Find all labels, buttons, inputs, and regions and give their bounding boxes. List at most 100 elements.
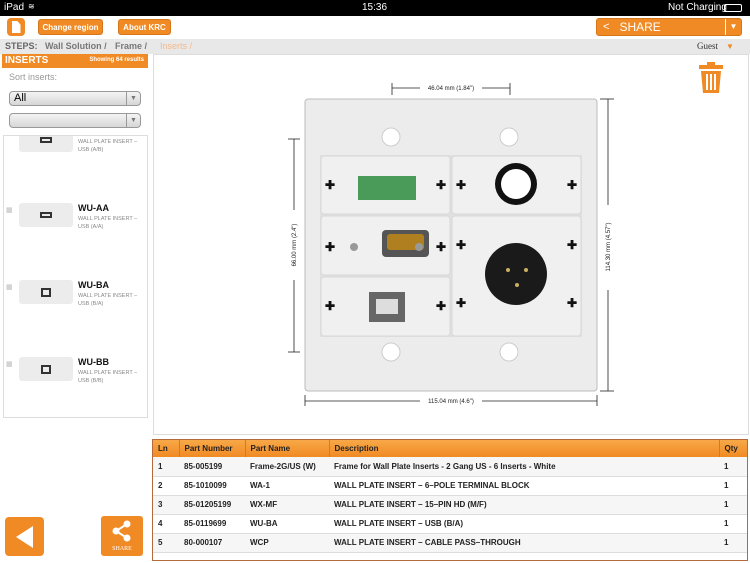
trash-icon[interactable] bbox=[698, 62, 724, 94]
cell-part-number: 80-000107 bbox=[179, 533, 245, 553]
user-dropdown-icon[interactable]: ▼ bbox=[726, 42, 734, 51]
clock: 15:36 bbox=[362, 2, 388, 13]
svg-text:✚: ✚ bbox=[567, 238, 577, 252]
change-region-button[interactable]: Change region bbox=[38, 19, 103, 35]
svg-text:✚: ✚ bbox=[456, 238, 466, 252]
wifi-icon: ≋ bbox=[28, 2, 35, 11]
cell-part-number: 85-1010099 bbox=[179, 476, 245, 496]
svg-text:✚: ✚ bbox=[456, 296, 466, 310]
list-item[interactable]: ▦ WU-BB WALL PLATE INSERT – USB (B/B) bbox=[4, 357, 147, 407]
inserts-panel: INSERTS Showing 64 results Sort inserts:… bbox=[0, 54, 152, 435]
cell-qty: 1 bbox=[719, 514, 747, 534]
inserts-title: INSERTS bbox=[5, 55, 49, 66]
svg-text:✚: ✚ bbox=[567, 178, 577, 192]
back-arrow-icon bbox=[16, 526, 33, 548]
cell-part-number: 85-01205199 bbox=[179, 495, 245, 515]
table-header-row: Ln Part Number Part Name Description Qty bbox=[153, 440, 747, 457]
terminal-block-connector bbox=[358, 176, 416, 200]
cell-part-number: 85-005199 bbox=[179, 457, 245, 477]
top-dimension: 46.04 mm (1.84") bbox=[428, 86, 474, 92]
drag-handle-icon[interactable]: ▦ bbox=[6, 207, 13, 214]
svg-text:✚: ✚ bbox=[325, 240, 335, 254]
insert-desc: WALL PLATE INSERT – USB (B/B) bbox=[78, 370, 138, 384]
left-dimension: 66.00 mm (2.4") bbox=[292, 224, 298, 267]
step-label: Wall Solution bbox=[45, 41, 102, 51]
step-inserts[interactable]: Inserts / bbox=[160, 41, 193, 51]
bottom-dimension: 115.04 mm (4.6") bbox=[428, 399, 474, 405]
document-button[interactable] bbox=[7, 18, 25, 36]
battery-icon bbox=[724, 4, 742, 12]
cell-part-name: Frame-2G/US (W) bbox=[245, 457, 329, 477]
cell-part-number: 85-0119699 bbox=[179, 514, 245, 534]
share-icon bbox=[112, 520, 131, 542]
step-wall-solution[interactable]: Wall Solution / bbox=[45, 41, 107, 51]
col-qty: Qty bbox=[719, 440, 747, 457]
breadcrumb: STEPS: Wall Solution / Frame / Inserts /… bbox=[0, 39, 750, 54]
drag-handle-icon[interactable]: ▦ bbox=[6, 361, 13, 368]
svg-text:✚: ✚ bbox=[325, 178, 335, 192]
col-part-number: Part Number bbox=[179, 440, 246, 457]
wall-plate-diagram: ✚✚✚✚ ✚✚✚✚ ✚✚✚✚ 46.04 mm (1.84") 115.04 m… bbox=[288, 83, 614, 406]
user-menu[interactable]: Guest bbox=[697, 41, 718, 51]
share-dropdown-button[interactable]: < SHARE ▼ bbox=[596, 18, 742, 36]
usb-b-thumbnail bbox=[19, 280, 73, 304]
insert-code: WU-BB bbox=[78, 357, 109, 367]
mounting-holes bbox=[381, 127, 519, 362]
svg-text:✚: ✚ bbox=[325, 299, 335, 313]
about-krc-button[interactable]: About KRC bbox=[118, 19, 171, 35]
svg-text:✚: ✚ bbox=[436, 240, 446, 254]
sort-label: Sort inserts: bbox=[9, 72, 58, 82]
document-icon bbox=[11, 21, 21, 33]
col-description: Description bbox=[329, 440, 720, 457]
cell-description: WALL PLATE INSERT – 6–POLE TERMINAL BLOC… bbox=[329, 476, 719, 496]
cell-qty: 1 bbox=[719, 533, 747, 553]
status-bar: iPad ≋ 15:36 Not Charging bbox=[0, 0, 750, 16]
usb-a-thumbnail bbox=[19, 203, 73, 227]
cell-ln: 3 bbox=[153, 495, 179, 515]
device-name: iPad bbox=[4, 2, 25, 13]
cell-ln: 4 bbox=[153, 514, 179, 534]
svg-text:✚: ✚ bbox=[436, 299, 446, 313]
cell-part-name: WA-1 bbox=[245, 476, 329, 496]
cell-ln: 2 bbox=[153, 476, 179, 496]
sort-select[interactable]: All▼ bbox=[9, 91, 141, 106]
screws: ✚✚✚✚ ✚✚✚✚ ✚✚✚✚ bbox=[325, 178, 577, 313]
drag-handle-icon[interactable]: ▦ bbox=[6, 284, 13, 291]
cell-part-name: WX-MF bbox=[245, 495, 329, 515]
cell-ln: 1 bbox=[153, 457, 179, 477]
list-item[interactable]: WALL PLATE INSERT – USB (A/B) bbox=[4, 136, 147, 178]
share-icon: < bbox=[603, 21, 610, 33]
cell-qty: 1 bbox=[719, 476, 747, 496]
chevron-down-icon[interactable]: ▼ bbox=[725, 19, 741, 35]
svg-text:✚: ✚ bbox=[436, 178, 446, 192]
step-label: Inserts bbox=[160, 41, 188, 51]
step-frame[interactable]: Frame / bbox=[115, 41, 148, 51]
right-dimension: 114.30 mm (4.57") bbox=[606, 222, 612, 271]
back-button[interactable] bbox=[5, 517, 44, 556]
cell-description: Frame for Wall Plate Inserts - 2 Gang US… bbox=[329, 457, 719, 477]
inserts-header: INSERTS Showing 64 results bbox=[2, 54, 148, 68]
cell-ln: 5 bbox=[153, 533, 179, 553]
cell-description: WALL PLATE INSERT – 15–PIN HD (M/F) bbox=[329, 495, 719, 515]
sub-filter-select[interactable]: ▼ bbox=[9, 113, 141, 128]
parts-table[interactable]: Ln Part Number Part Name Description Qty… bbox=[152, 439, 748, 561]
col-part-name: Part Name bbox=[245, 440, 330, 457]
insert-desc: WALL PLATE INSERT – USB (A/B) bbox=[78, 139, 138, 153]
insert-desc: WALL PLATE INSERT – USB (B/A) bbox=[78, 293, 138, 307]
col-ln: Ln bbox=[153, 440, 180, 457]
sort-value: All bbox=[14, 92, 27, 104]
usb-b-thumbnail bbox=[19, 357, 73, 381]
svg-text:✚: ✚ bbox=[456, 178, 466, 192]
share-label: SHARE bbox=[619, 20, 661, 34]
share-button[interactable]: SHARE bbox=[101, 516, 143, 556]
battery-status: Not Charging bbox=[668, 2, 727, 13]
results-count: Showing 64 results bbox=[89, 57, 144, 63]
